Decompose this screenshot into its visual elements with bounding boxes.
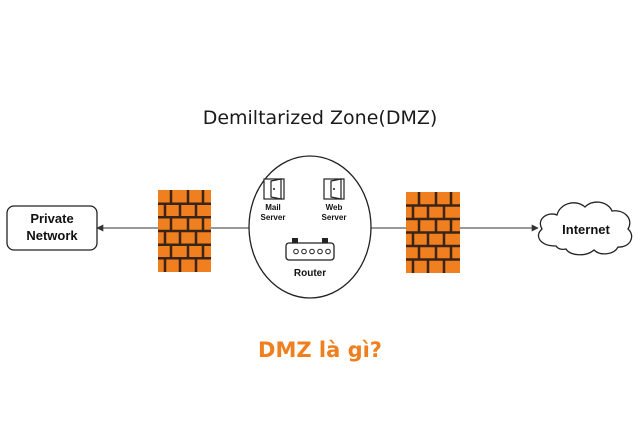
web-server-label-line2: Server xyxy=(322,213,347,222)
internet-label: Internet xyxy=(562,222,610,237)
web-server-label-line1: Web xyxy=(326,203,343,212)
mail-server-icon xyxy=(263,178,285,200)
private-network-label-line2: Network xyxy=(26,228,78,243)
cloud-icon xyxy=(537,201,633,256)
caption-title: DMZ là gì? xyxy=(258,338,382,362)
mail-server-label-line2: Server xyxy=(261,213,286,222)
mail-server-label-line1: Mail xyxy=(265,203,281,212)
firewall-icon xyxy=(406,192,460,273)
router-label: Router xyxy=(294,268,326,279)
web-server-icon xyxy=(323,178,345,200)
private-network-node: Private Network xyxy=(6,205,98,251)
diagram-title: Demiltarized Zone(DMZ) xyxy=(203,107,438,129)
firewall-icon xyxy=(158,190,211,272)
private-network-label-line1: Private xyxy=(30,211,73,226)
router-icon xyxy=(285,238,335,261)
